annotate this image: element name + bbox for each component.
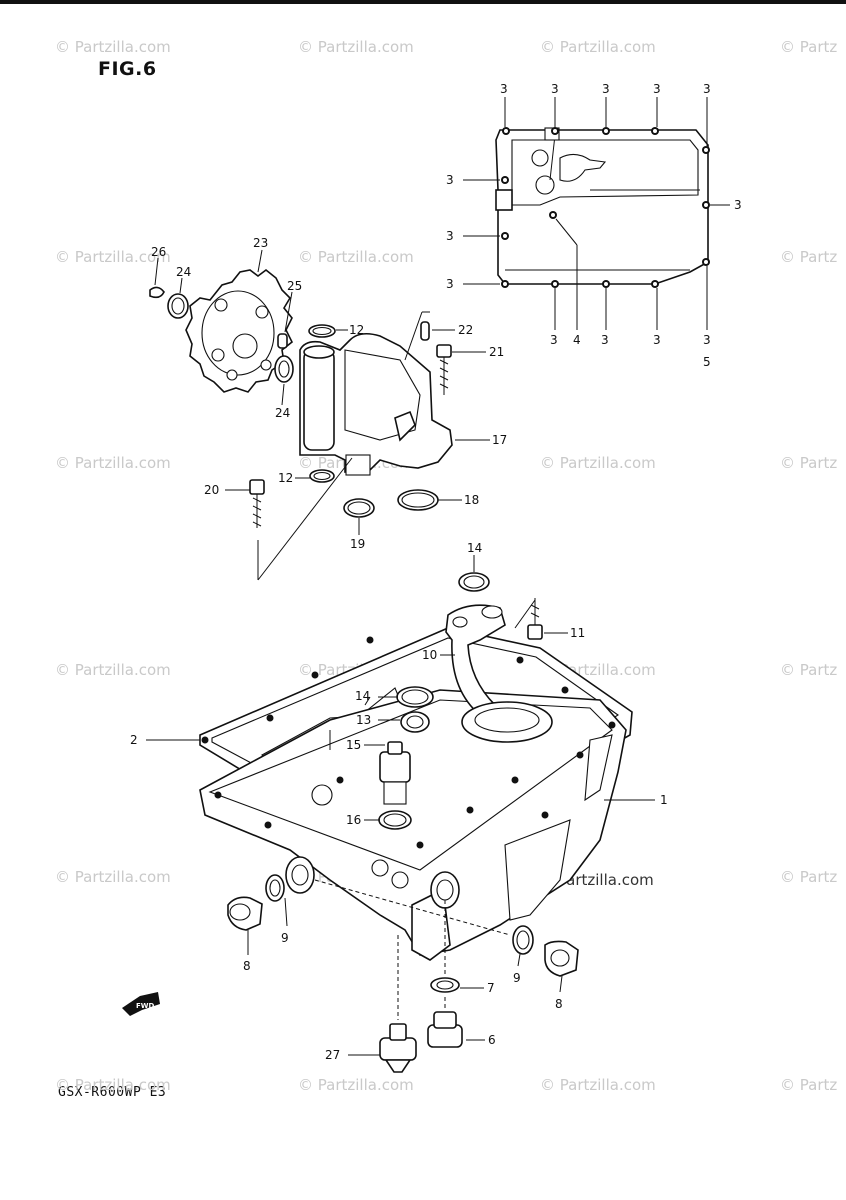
callout-11: 11 <box>570 626 585 640</box>
callout-12: 12 <box>349 323 364 337</box>
callout-27: 27 <box>325 1048 340 1062</box>
callout-3: 3 <box>446 277 454 291</box>
callout-8: 8 <box>555 997 563 1011</box>
figure-label: FIG.6 <box>98 58 157 80</box>
watermark: © Partzilla.com <box>55 248 171 266</box>
oil-pan-gasket-plate <box>463 97 730 330</box>
callout-3: 3 <box>734 198 742 212</box>
callout-25: 25 <box>287 279 302 293</box>
callout-5: 5 <box>703 355 711 369</box>
callout-3: 3 <box>601 333 609 347</box>
callout-12: 12 <box>278 471 293 485</box>
watermark: © Partzilla.com <box>55 868 171 886</box>
watermark: © Partz <box>780 868 837 886</box>
callout-20: 20 <box>204 483 219 497</box>
callout-13: 13 <box>356 713 371 727</box>
watermark: © Partz <box>780 1076 837 1094</box>
watermark: © Partzilla.com <box>55 38 171 56</box>
callout-18: 18 <box>464 493 479 507</box>
model-code: GSX-R600WP E3 <box>58 1085 167 1100</box>
callout-7: 7 <box>487 981 495 995</box>
callout-3: 3 <box>446 229 454 243</box>
callout-24: 24 <box>275 406 290 420</box>
watermark: © Partzilla.com <box>540 38 656 56</box>
callout-9: 9 <box>281 931 289 945</box>
callout-14: 14 <box>355 689 370 703</box>
watermark: © Partzilla.com <box>540 1076 656 1094</box>
callout-3: 3 <box>500 82 508 96</box>
callout-3: 3 <box>703 82 711 96</box>
callout-26: 26 <box>151 245 166 259</box>
fwd-label: FWD <box>136 1002 155 1010</box>
callout-24: 24 <box>176 265 191 279</box>
oil-pump-body <box>225 311 490 581</box>
callout-3: 3 <box>653 333 661 347</box>
callout-3: 3 <box>446 173 454 187</box>
callout-3: 3 <box>703 333 711 347</box>
oil-pump-gear <box>149 249 294 406</box>
watermark: © Partz <box>780 38 837 56</box>
callout-3: 3 <box>550 333 558 347</box>
callout-16: 16 <box>346 813 361 827</box>
callout-17: 17 <box>492 433 507 447</box>
callout-labels: 3 3 3 3 3 3 3 3 3 3 4 3 3 3 5 26 24 23 2… <box>130 82 742 1062</box>
callout-6: 6 <box>488 1033 496 1047</box>
callout-21: 21 <box>489 345 504 359</box>
callout-8: 8 <box>243 959 251 973</box>
watermark: © Partz <box>780 248 837 266</box>
callout-3: 3 <box>551 82 559 96</box>
watermark: © Partzilla.com <box>540 454 656 472</box>
callout-3: 3 <box>653 82 661 96</box>
callout-10: 10 <box>422 648 437 662</box>
watermark: © Partzilla.com <box>55 454 171 472</box>
callout-2: 2 <box>130 733 138 747</box>
watermark: © Partzilla.com <box>298 38 414 56</box>
callout-1: 1 <box>660 793 668 807</box>
callout-15: 15 <box>346 738 361 752</box>
watermark: © Partzilla.com <box>298 1076 414 1094</box>
callout-3: 3 <box>602 82 610 96</box>
watermark: © Partz <box>780 661 837 679</box>
callout-19: 19 <box>350 537 365 551</box>
watermark: © Partzilla.com <box>55 661 171 679</box>
callout-9: 9 <box>513 971 521 985</box>
callout-4: 4 <box>573 333 581 347</box>
top-border <box>0 0 846 4</box>
callout-14: 14 <box>467 541 482 555</box>
oil-pan <box>146 555 655 961</box>
callout-23: 23 <box>253 236 268 250</box>
fwd-arrow-icon: FWD <box>122 992 160 1016</box>
watermark: © Partz <box>780 454 837 472</box>
watermark: © Partzilla.com <box>55 1076 171 1094</box>
callout-22: 22 <box>458 323 473 337</box>
drain-plugs <box>227 874 579 1073</box>
watermark: © Partzilla.com <box>298 248 414 266</box>
